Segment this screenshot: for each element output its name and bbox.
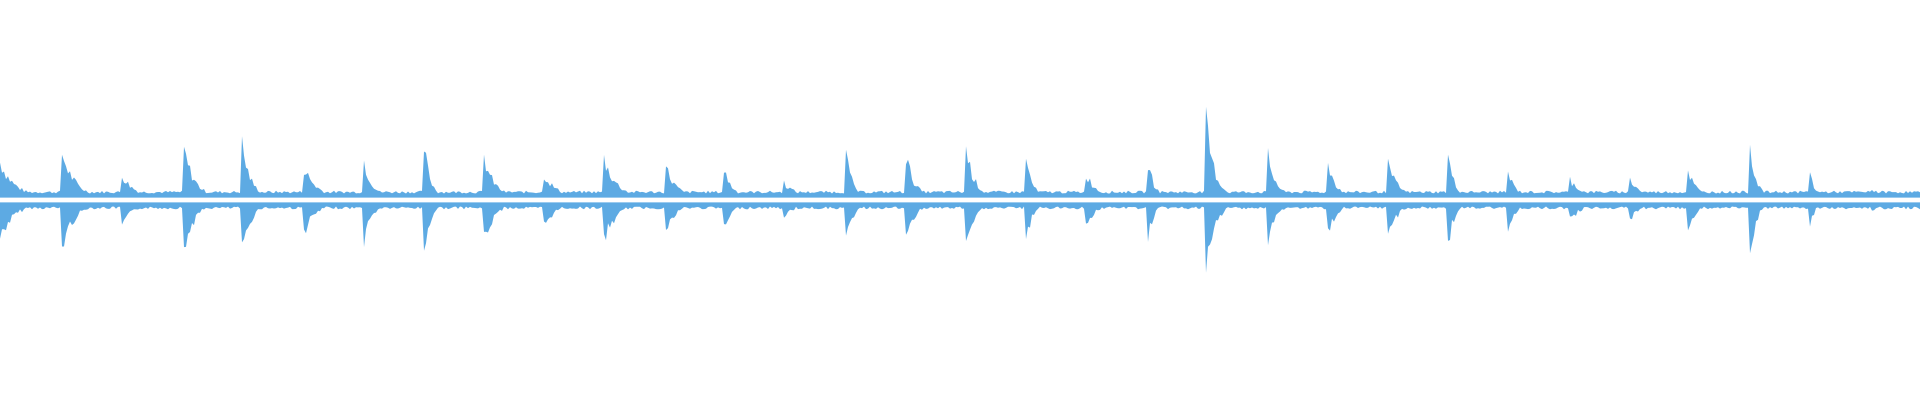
waveform-upper-path <box>0 106 1920 198</box>
waveform-lower-path <box>0 202 1920 273</box>
waveform-upper-channel <box>0 106 1920 198</box>
waveform-lower-channel <box>0 202 1920 273</box>
